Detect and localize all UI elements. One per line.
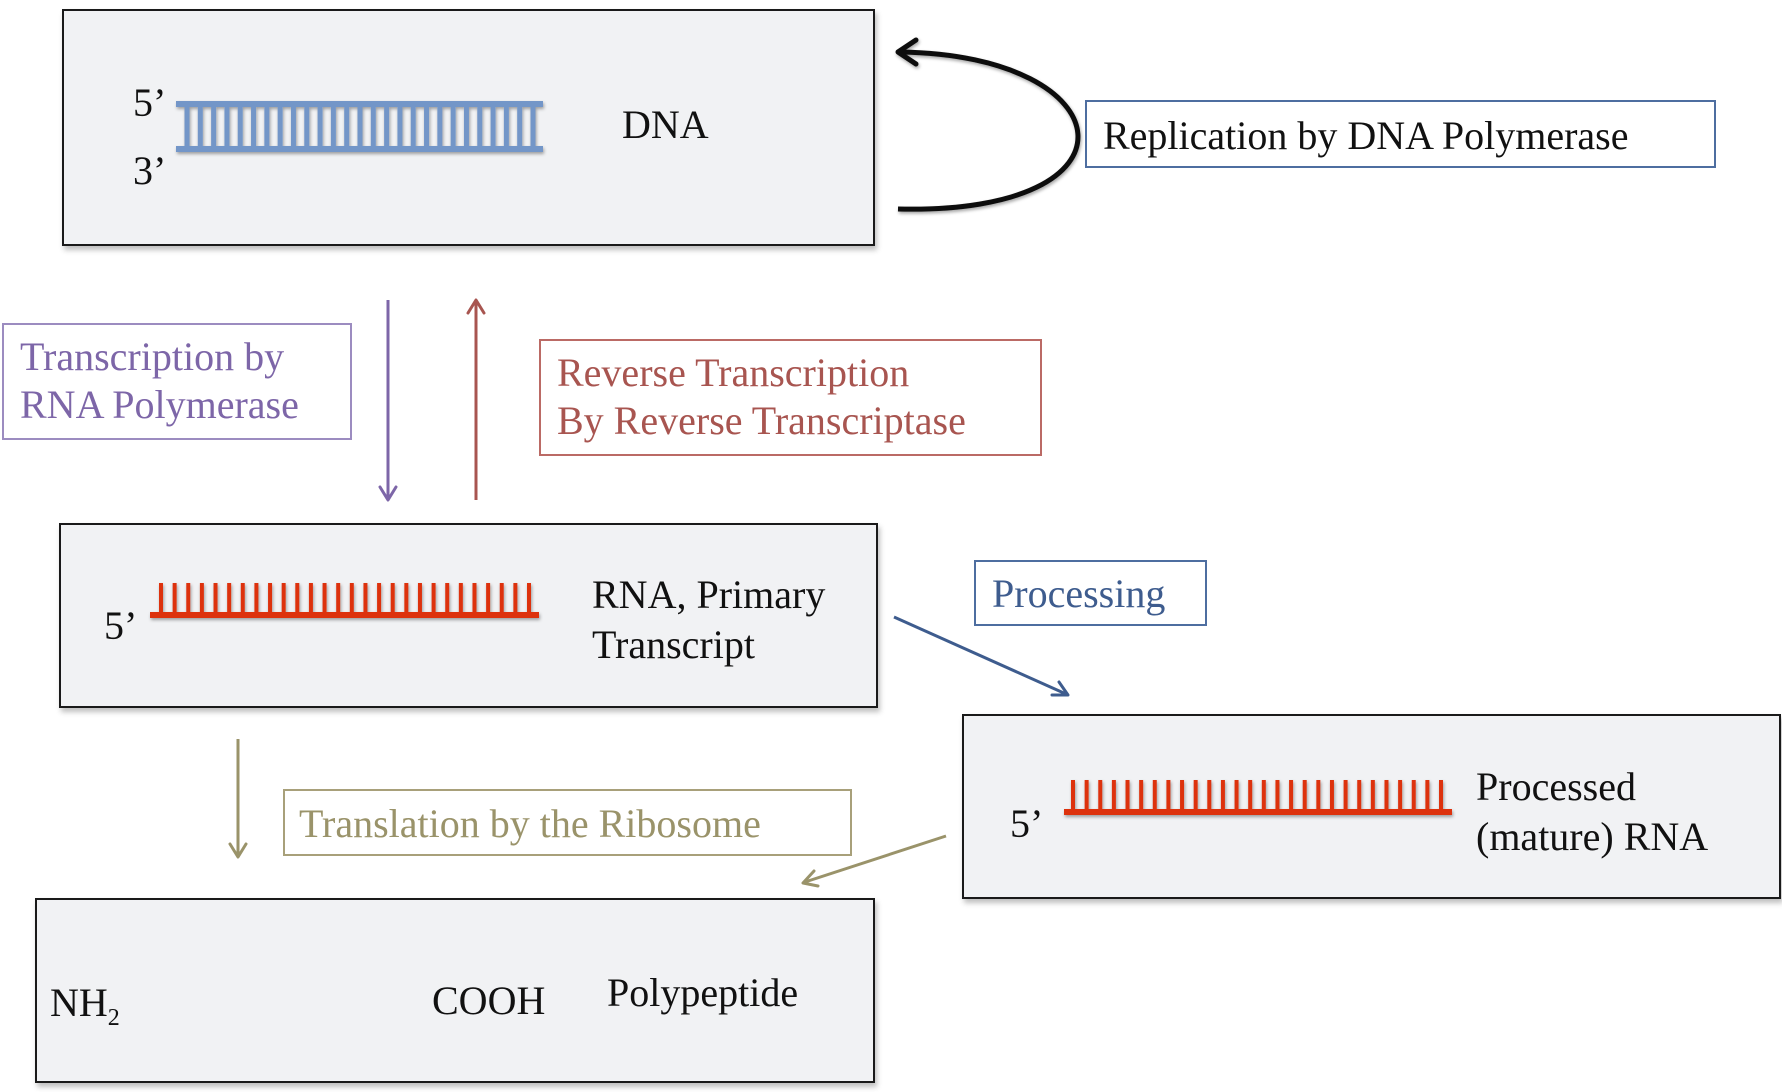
mature-rna-5prime-label: 5’: [1010, 801, 1044, 846]
polypeptide-label: Polypeptide: [607, 970, 799, 1015]
reverse-transcription-arrowhead: [466, 298, 486, 315]
dna-box: [62, 9, 875, 246]
primary-rna-label-line1: RNA, Primary: [592, 572, 826, 617]
translation-arrowhead-diagonal: [801, 869, 820, 888]
n-terminus-subscript: 2: [107, 1005, 120, 1031]
c-terminus-label: COOH: [432, 978, 546, 1023]
reverse-transcription-label-box: Reverse Transcription By Reverse Transcr…: [539, 339, 1042, 456]
mature-rna-label-line1: Processed: [1476, 764, 1636, 809]
mature-rna-label-line2: (mature) RNA: [1476, 814, 1709, 859]
mature-rna-box: [962, 714, 1781, 899]
dna-label: DNA: [622, 102, 709, 147]
translation-label-box: Translation by the Ribosome: [283, 789, 852, 856]
replication-label: Replication by DNA Polymerase: [1103, 113, 1629, 158]
reverse-transcription-label-line1: Reverse Transcription: [557, 350, 910, 395]
transcription-arrow: [378, 300, 398, 502]
reverse-transcription-arrow: [466, 298, 486, 500]
n-terminus-text: NH: [50, 980, 108, 1025]
translation-arrow-down: [228, 739, 248, 859]
processing-label: Processing: [992, 571, 1166, 616]
reverse-transcription-label-line2: By Reverse Transcriptase: [557, 398, 966, 443]
primary-rna-label-line2: Transcript: [592, 622, 755, 667]
transcription-label-line1: Transcription by: [20, 334, 285, 379]
translation-label: Translation by the Ribosome: [299, 801, 761, 846]
dna-3prime-label: 3’: [133, 148, 167, 193]
processing-label-box: Processing: [974, 560, 1207, 626]
translation-arrowhead-down: [228, 842, 248, 859]
processing-arrow: [893, 615, 1070, 697]
replication-arrowhead: [895, 37, 919, 67]
n-terminus-label: NH2: [50, 980, 120, 1033]
dna-5prime-label: 5’: [133, 80, 167, 125]
replication-arrow: [895, 37, 1081, 212]
primary-rna-5prime-label: 5’: [104, 603, 138, 648]
transcription-label-box: Transcription by RNA Polymerase: [2, 323, 352, 440]
processing-arrowhead: [1050, 680, 1070, 697]
transcription-arrowhead: [378, 485, 398, 502]
transcription-label-line2: RNA Polymerase: [20, 382, 299, 427]
replication-label-box: Replication by DNA Polymerase: [1085, 100, 1716, 168]
